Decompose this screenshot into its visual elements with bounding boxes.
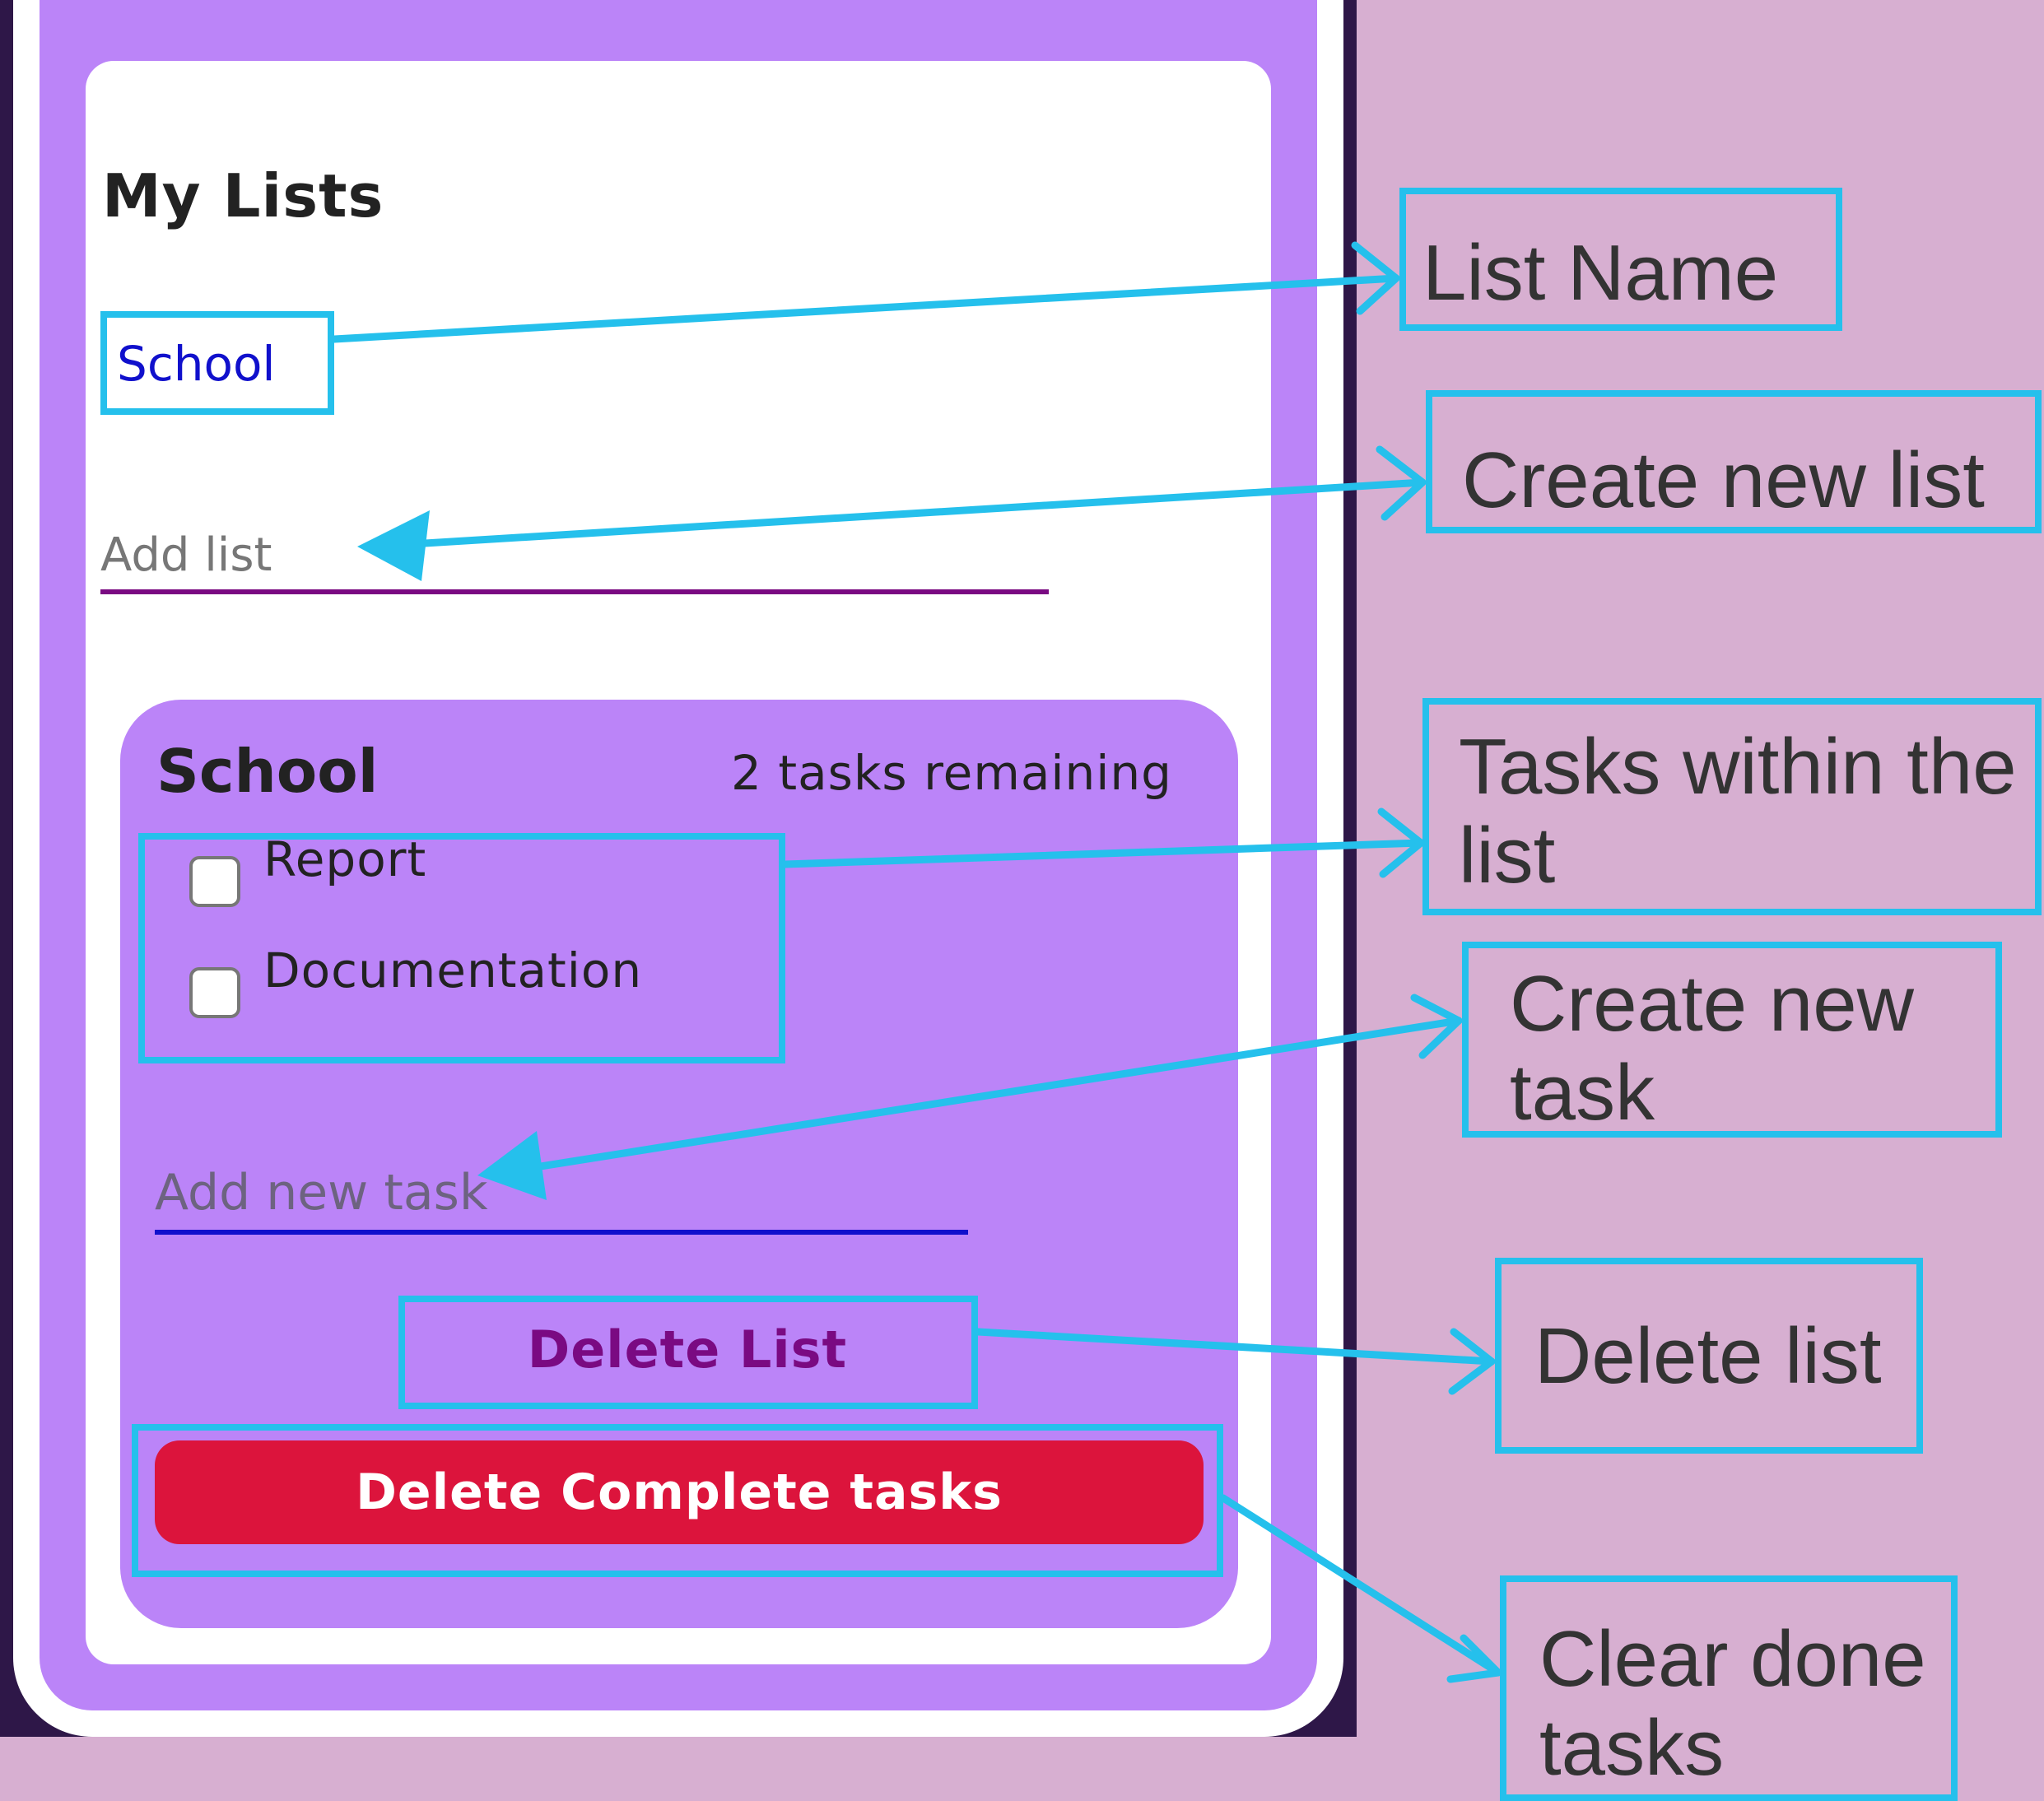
arrow-tasks-head [1377,807,1425,878]
add-task-input[interactable] [155,1144,968,1235]
task-checkbox[interactable] [189,967,240,1018]
arrow-tasks [781,839,1425,868]
highlight-delete-complete [132,1424,1223,1577]
callout-create-task: Create new task [1462,942,2002,1138]
callout-delete-list: Delete list [1495,1258,1923,1454]
add-list-input[interactable] [100,509,1049,594]
delete-complete-tasks-button[interactable]: Delete Complete tasks [155,1440,1204,1544]
arrow-create-list-head [1376,445,1427,521]
arrow-clear-done-head [1446,1634,1502,1683]
arrow-list-name-head [1351,241,1400,315]
arrow-delete-list [974,1328,1496,1366]
list-card-title: School [156,737,379,806]
tasks-remaining-count: 2 tasks remaining [731,745,1172,801]
highlight-tasks [138,833,785,1063]
arrow-clear-done [1219,1494,1502,1677]
highlight-delete-list [398,1296,978,1409]
page-title: My Lists [102,161,384,230]
callout-list-name: List Name [1399,188,1842,331]
task-item: Report [189,831,426,907]
arrowhead-add-task [477,1131,547,1200]
delete-list-button[interactable]: Delete List [403,1299,971,1399]
arrow-list-name [330,274,1400,343]
task-label: Report [263,831,427,887]
arrow-create-list [366,478,1427,551]
task-label: Documentation [263,942,643,998]
arrow-delete-list-head [1448,1328,1496,1395]
task-item: Documentation [189,942,641,1018]
arrowhead-add-list [357,510,430,581]
arrow-create-task-head [1410,994,1463,1059]
highlight-list-name [100,311,334,415]
task-checkbox[interactable] [189,856,240,907]
callout-clear-done: Clear done tasks [1500,1575,1958,1801]
callout-tasks-within: Tasks within the list [1422,698,2042,915]
callout-create-list: Create new list [1426,390,2042,533]
arrow-create-task [490,1017,1463,1178]
list-link-school[interactable]: School [117,336,276,392]
